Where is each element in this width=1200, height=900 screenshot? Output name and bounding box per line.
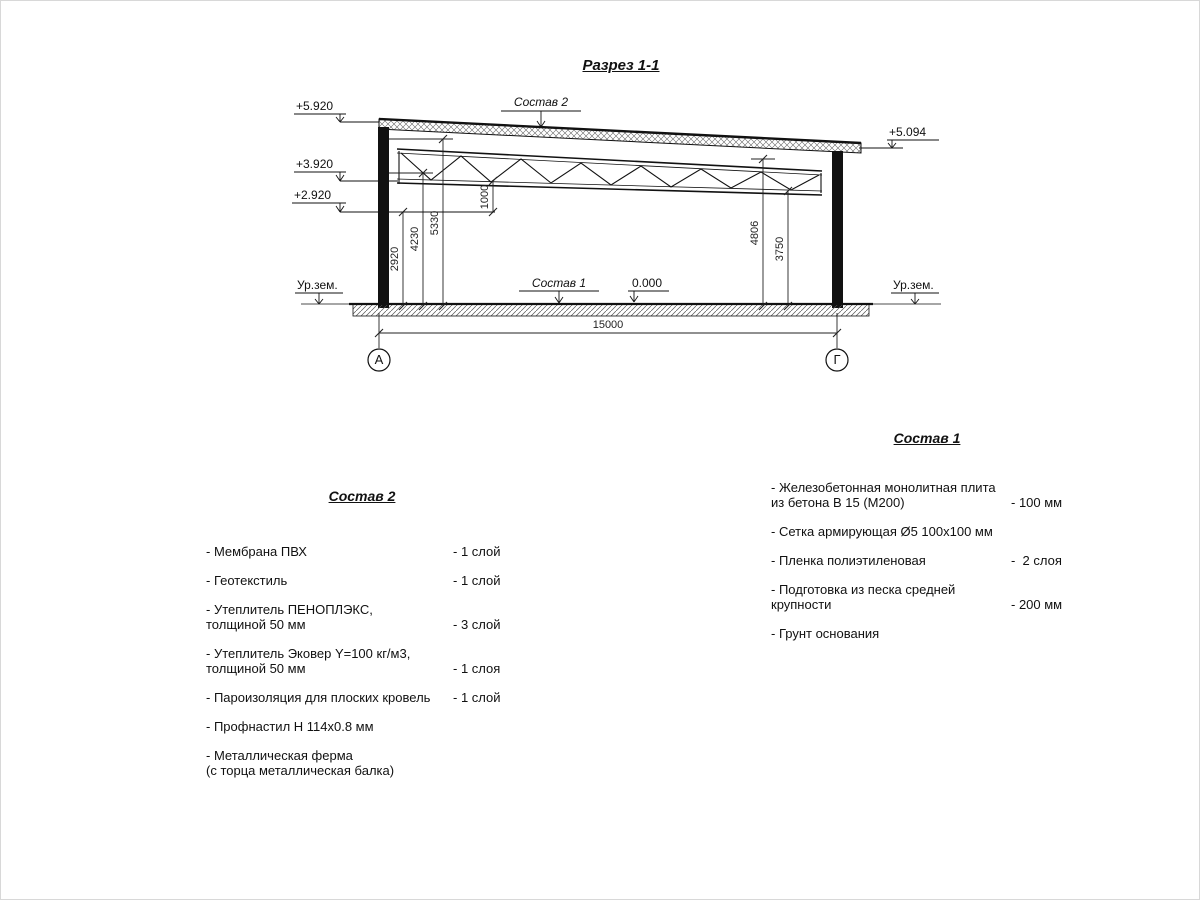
roof-assembly xyxy=(378,117,862,154)
material-quantity: - 1 слоя xyxy=(453,661,501,676)
dim-5330: 5330 xyxy=(429,211,441,235)
material-quantity: - 200 мм xyxy=(1011,597,1063,612)
elevation-marks xyxy=(292,110,939,305)
ground-level-left: Ур.зем. xyxy=(297,278,338,292)
material-name: - Металлическая ферма(с торца металличес… xyxy=(206,748,395,778)
material-quantity: - 1 слой xyxy=(453,690,501,705)
axis-bubbles: А Г xyxy=(367,348,849,372)
material-quantity: - 2 слоя xyxy=(1011,553,1062,568)
material-name: - Мембрана ПВХ xyxy=(206,544,307,559)
material-name: - Профнастил Н 114х0.8 мм xyxy=(206,719,374,734)
elevation-left-low: +2.920 xyxy=(294,188,331,202)
dim-15000: 15000 xyxy=(593,319,624,331)
sostav2-title: Состав 2 xyxy=(328,488,396,504)
ground-level-right: Ур.зем. xyxy=(893,278,934,292)
material-name: - Грунт основания xyxy=(771,626,880,641)
material-name: - Утеплитель ПЕНОПЛЭКС,толщиной 50 мм xyxy=(206,602,373,632)
material-item: - Пленка полиэтиленовая - 2 слоя xyxy=(771,553,1083,568)
steel-truss xyxy=(396,148,823,196)
dim-4806: 4806 xyxy=(749,221,761,245)
section-title: Разрез 1-1 xyxy=(582,57,660,74)
material-quantity: - 1 слой xyxy=(453,573,501,588)
material-quantity: - 3 слой xyxy=(453,617,501,632)
elevation-left-top: +5.920 xyxy=(296,99,333,113)
dim-1000: 1000 xyxy=(479,185,491,209)
material-name: - Геотекстиль xyxy=(206,573,288,588)
sostav1-callout: Состав 1 xyxy=(532,276,586,290)
axis-label-g: Г xyxy=(833,352,840,367)
elevation-left-mid: +3.920 xyxy=(296,157,333,171)
sostav2-list: Состав 2 - Мембрана ПВХ - 1 слой - Геоте… xyxy=(206,489,518,792)
material-name: - Сетка армирующая Ø5 100х100 мм xyxy=(771,524,993,539)
material-item: - Утеплитель ПЕНОПЛЭКС,толщиной 50 мм - … xyxy=(206,602,518,632)
material-quantity: - 1 слой xyxy=(453,544,501,559)
section-drawing: 2920 4230 5330 1000 4806 3750 15000 xyxy=(292,95,941,372)
material-name: - Утеплитель Эковер Y=100 кг/м3,толщиной… xyxy=(206,646,411,676)
dim-2920: 2920 xyxy=(389,247,401,271)
material-item: - Геотекстиль - 1 слой xyxy=(206,573,518,588)
sostav2-callout: Состав 2 xyxy=(514,95,568,109)
floor-slab xyxy=(301,302,941,317)
material-item: - Металлическая ферма(с торца металличес… xyxy=(206,748,518,778)
material-name: - Пленка полиэтиленовая xyxy=(771,553,926,568)
zero-level: 0.000 xyxy=(632,276,662,290)
material-item: - Мембрана ПВХ - 1 слой xyxy=(206,544,518,559)
material-item: - Грунт основания xyxy=(771,626,1083,641)
material-item: - Пароизоляция для плоских кровель - 1 с… xyxy=(206,690,518,705)
material-item: - Профнастил Н 114х0.8 мм xyxy=(206,719,518,734)
dim-4230: 4230 xyxy=(409,227,421,251)
sostav1-list: Состав 1 - Железобетонная монолитная пли… xyxy=(771,431,1083,655)
material-quantity: - 100 мм xyxy=(1011,495,1063,510)
sostav1-title: Состав 1 xyxy=(893,430,961,446)
material-item: - Сетка армирующая Ø5 100х100 мм xyxy=(771,524,1083,539)
material-item: - Утеплитель Эковер Y=100 кг/м3,толщиной… xyxy=(206,646,518,676)
axis-label-a: А xyxy=(375,352,384,367)
wall-columns xyxy=(378,127,843,308)
elevation-right: +5.094 xyxy=(889,125,926,139)
material-name: - Пароизоляция для плоских кровель xyxy=(206,690,431,705)
dim-3750: 3750 xyxy=(774,237,786,261)
